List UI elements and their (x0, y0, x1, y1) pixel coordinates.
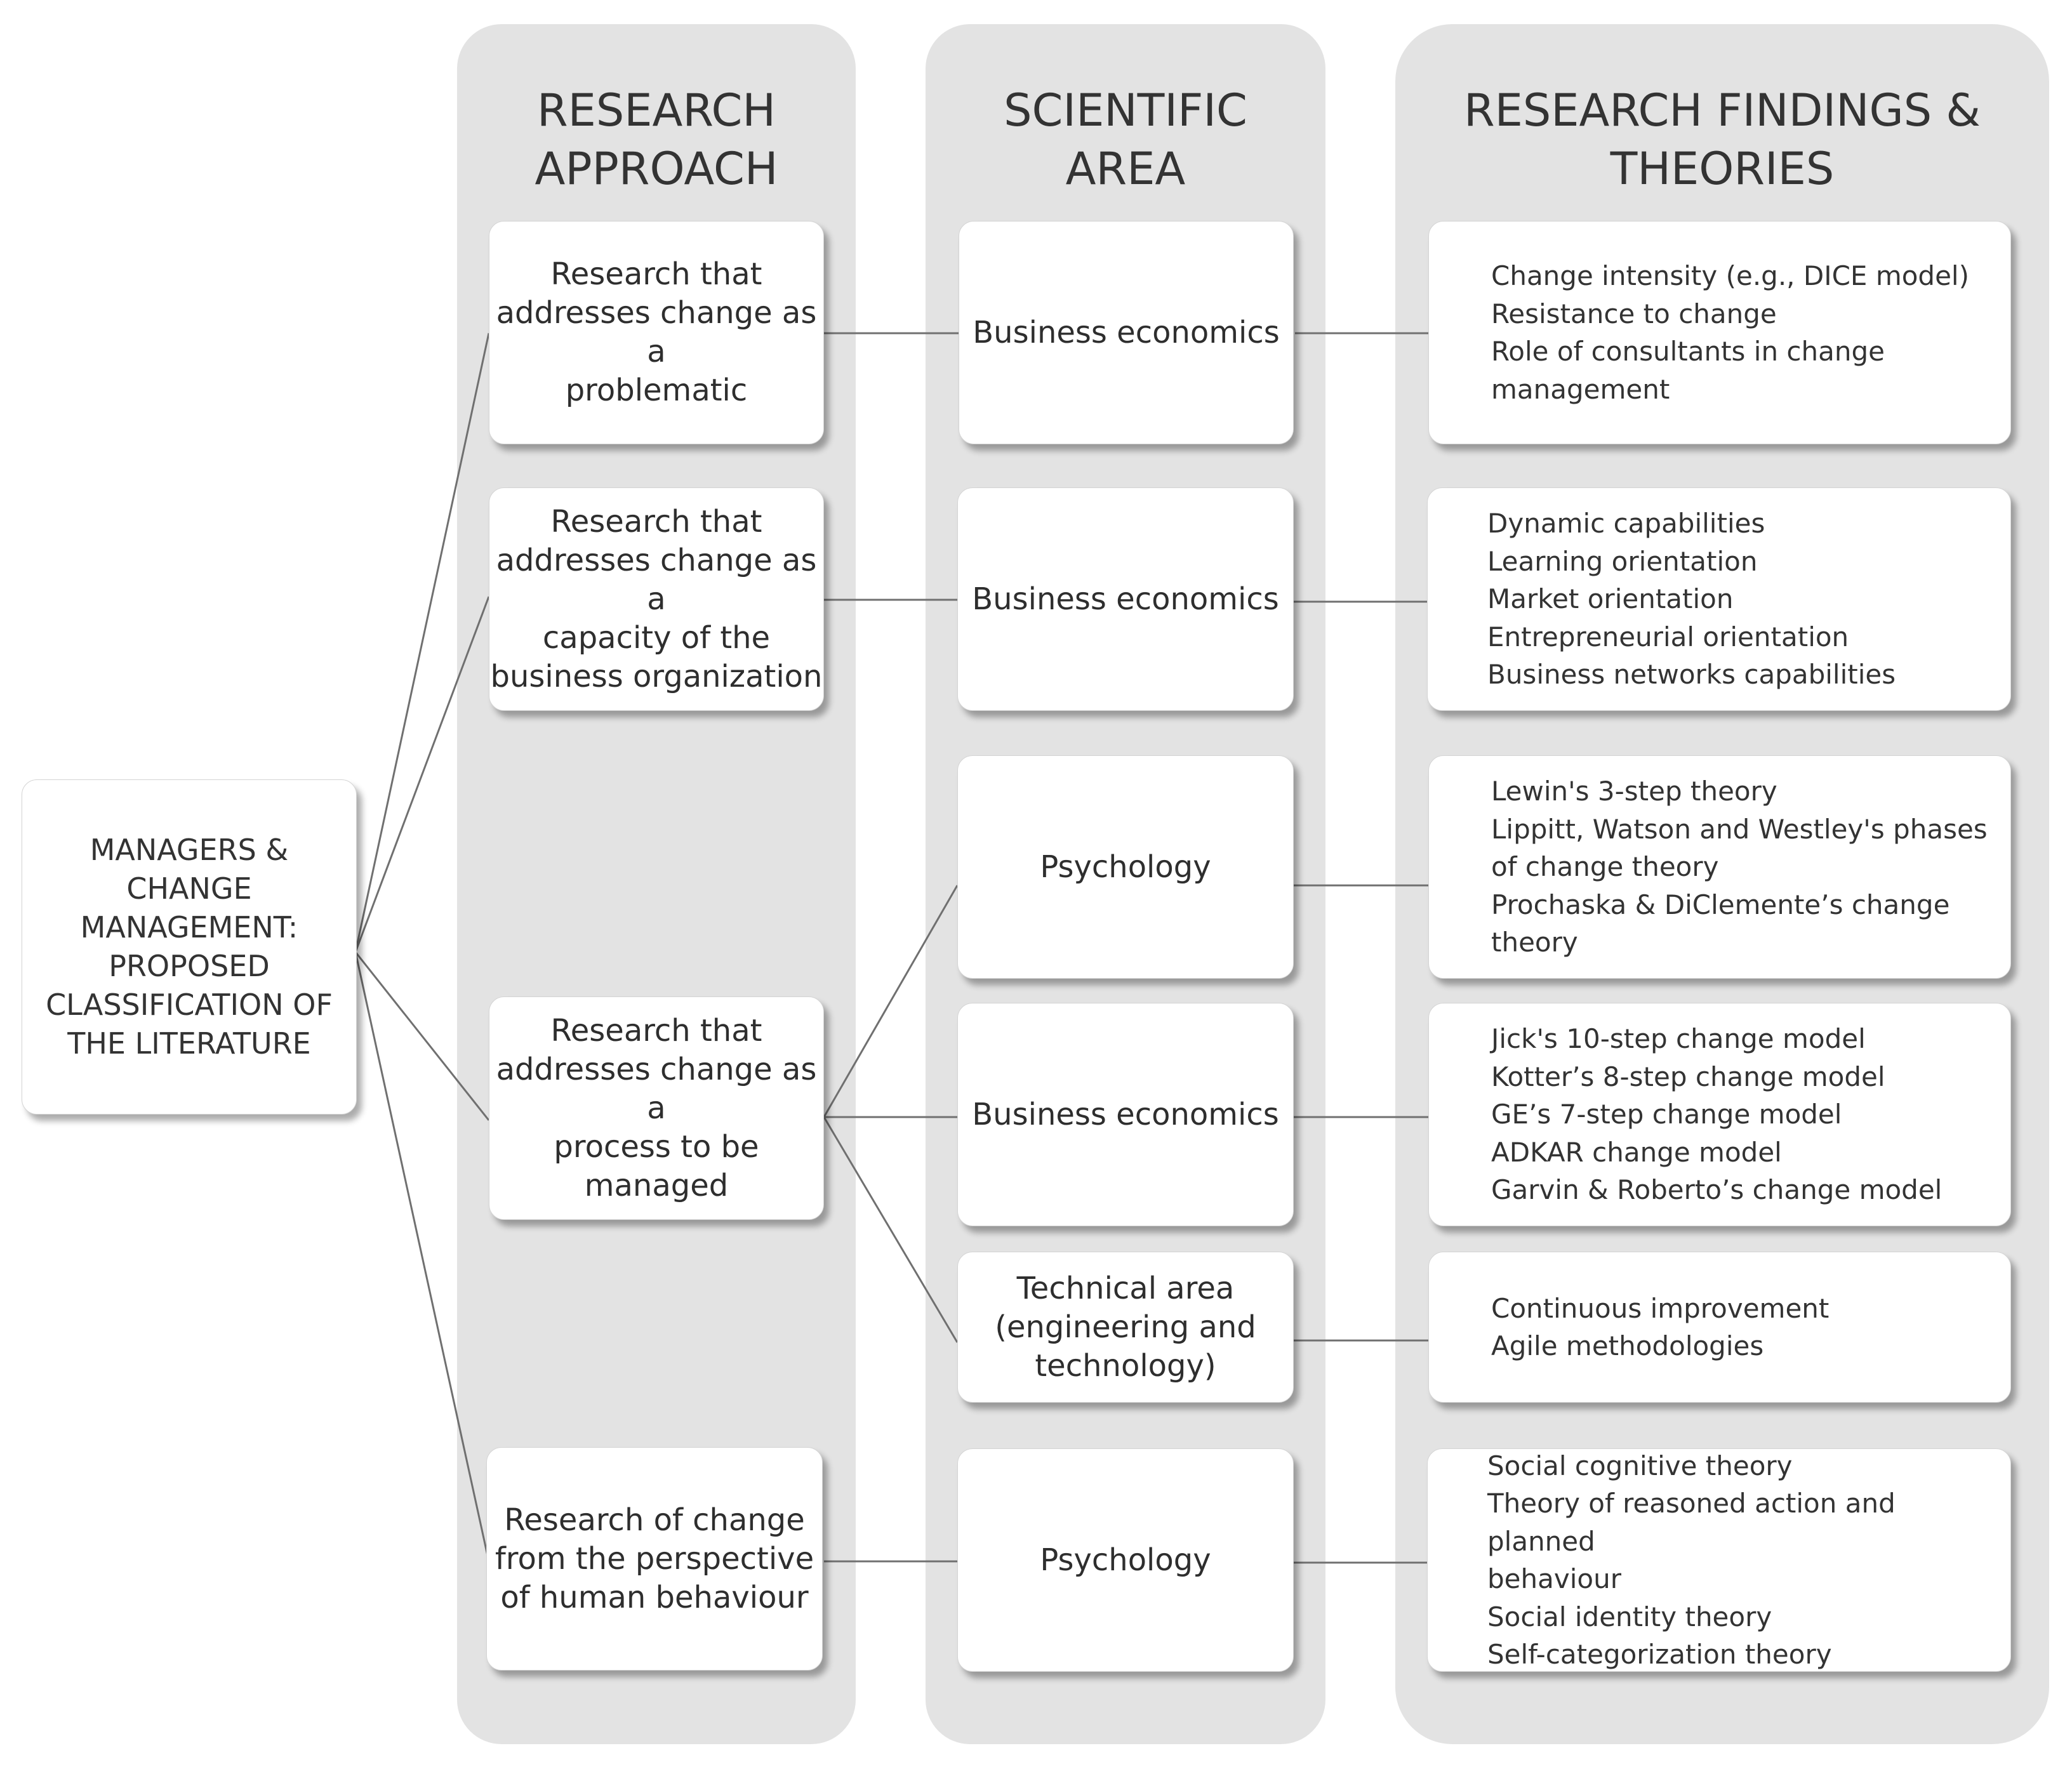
approach-label: Research of change from the perspective … (495, 1502, 814, 1615)
connector-root-approach-4 (354, 951, 490, 1562)
approach-label: Research that addresses change as a capa… (490, 503, 823, 694)
findings-box: Social cognitive theory Theory of reason… (1427, 1448, 2011, 1672)
finding-item: Dynamic capabilities (1487, 508, 1765, 539)
findings-list: Change intensity (e.g., DICE model) Resi… (1491, 257, 2010, 408)
research-findings-header: RESEARCH FINDINGS & THEORIES (1463, 84, 1981, 195)
connector-root-approach-2 (354, 596, 490, 953)
approach-box: Research that addresses change as a proc… (489, 996, 824, 1220)
connector-root-approach-3 (354, 951, 490, 1121)
connector-approach3-area5 (823, 1116, 959, 1343)
findings-list: Lewin's 3-step theory Lippitt, Watson an… (1491, 772, 2010, 962)
finding-item: Kotter’s 8-step change model (1491, 1061, 1885, 1092)
findings-list: Jick's 10-step change model Kotter’s 8-s… (1491, 1020, 2010, 1209)
area-label: Business economics (972, 581, 1279, 617)
area-box: Business economics (957, 1003, 1294, 1226)
area-box: Psychology (957, 755, 1294, 979)
finding-item: Prochaska & DiClemente’s change theory (1491, 889, 1950, 958)
area-label: Business economics (972, 1096, 1279, 1132)
finding-item: Social cognitive theory (1487, 1450, 1793, 1481)
finding-item: Business networks capabilities (1487, 659, 1896, 691)
area-label: Psychology (1040, 1542, 1211, 1578)
finding-item: Self-categorization theory (1487, 1639, 1832, 1670)
finding-item: Continuous improvement (1491, 1292, 1830, 1324)
root-label: MANAGERS & CHANGE MANAGEMENT: PROPOSED C… (46, 833, 333, 1061)
scientific-area-header: SCIENTIFIC AREA (1004, 84, 1247, 195)
root-box: MANAGERS & CHANGE MANAGEMENT: PROPOSED C… (22, 779, 357, 1115)
finding-item: Change intensity (e.g., DICE model) (1491, 260, 1969, 291)
approach-box: Research of change from the perspective … (486, 1447, 823, 1671)
findings-box: Continuous improvement Agile methodologi… (1428, 1252, 2011, 1403)
area-box: Business economics (957, 487, 1294, 711)
area-label: Business economics (973, 314, 1280, 350)
finding-item: Resistance to change (1491, 298, 1777, 329)
finding-item: Market orientation (1487, 583, 1734, 615)
findings-box: Lewin's 3-step theory Lippitt, Watson an… (1428, 755, 2011, 979)
findings-box: Dynamic capabilities Learning orientatio… (1427, 487, 2011, 711)
finding-item: Lewin's 3-step theory (1491, 776, 1777, 807)
connector-root-approach-1 (354, 333, 490, 953)
finding-item: Agile methodologies (1491, 1330, 1764, 1361)
approach-label: Research that addresses change as a prob… (496, 256, 817, 408)
area-label: Psychology (1040, 849, 1211, 885)
area-label: Technical area (engineering and technolo… (995, 1270, 1256, 1384)
finding-item: GE’s 7-step change model (1491, 1099, 1842, 1130)
findings-list: Continuous improvement Agile methodologi… (1491, 1290, 2010, 1365)
findings-box: Jick's 10-step change model Kotter’s 8-s… (1428, 1003, 2011, 1226)
findings-box: Change intensity (e.g., DICE model) Resi… (1428, 221, 2011, 444)
connector-approach3-area3 (823, 885, 959, 1118)
area-box: Business economics (959, 221, 1294, 444)
area-box: Psychology (957, 1448, 1294, 1672)
finding-item: Role of consultants in change management (1491, 336, 1885, 405)
area-box: Technical area (engineering and technolo… (957, 1252, 1294, 1403)
finding-item: Social identity theory (1487, 1601, 1772, 1632)
finding-item: Jick's 10-step change model (1491, 1023, 1866, 1055)
finding-item: Theory of reasoned action and planned be… (1487, 1488, 1896, 1594)
finding-item: Lippitt, Watson and Westley's phases of … (1491, 813, 1988, 883)
approach-box: Research that addresses change as a capa… (489, 487, 824, 711)
finding-item: Learning orientation (1487, 545, 1758, 577)
finding-item: Entrepreneurial orientation (1487, 621, 1849, 652)
approach-label: Research that addresses change as a proc… (496, 1012, 817, 1203)
finding-item: ADKAR change model (1491, 1136, 1782, 1168)
findings-list: Dynamic capabilities Learning orientatio… (1487, 505, 2010, 694)
approach-box: Research that addresses change as a prob… (489, 221, 824, 444)
finding-item: Garvin & Roberto’s change model (1491, 1174, 1942, 1206)
findings-list: Social cognitive theory Theory of reason… (1487, 1447, 2010, 1674)
research-approach-header: RESEARCH APPROACH (535, 84, 778, 195)
